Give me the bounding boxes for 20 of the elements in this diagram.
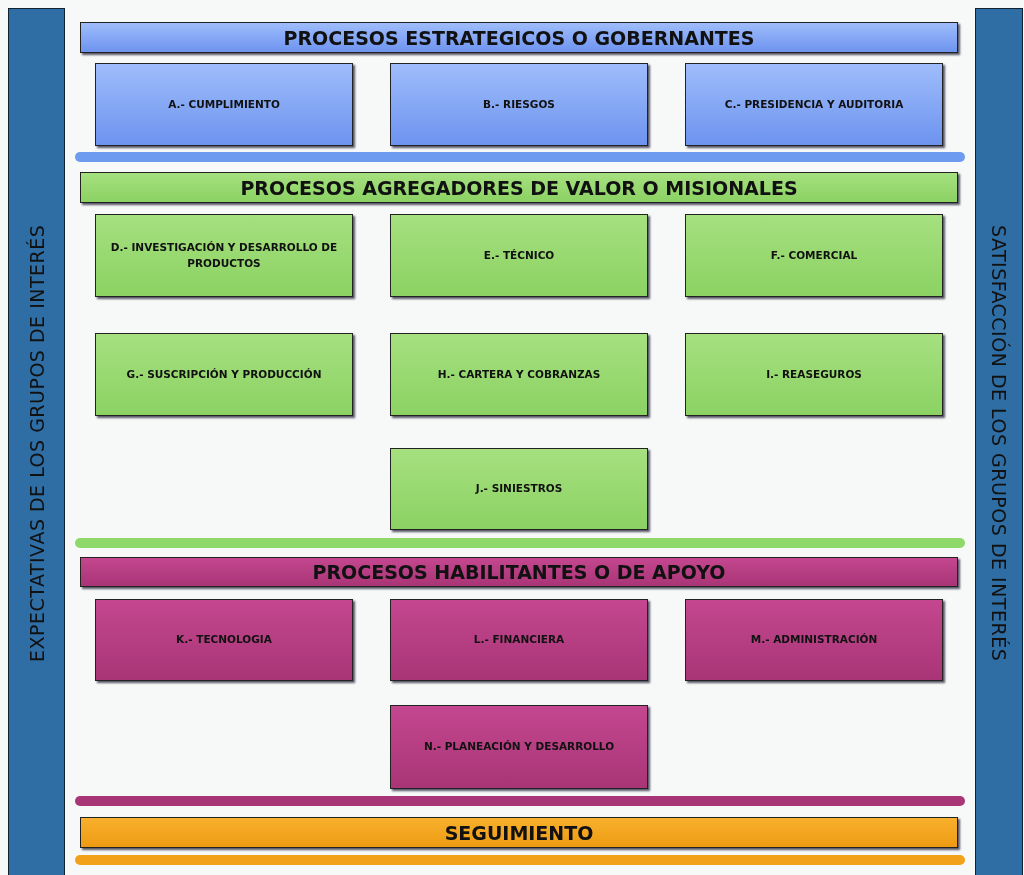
- section-header: PROCESOS ESTRATEGICOS O GOBERNANTES: [80, 22, 958, 53]
- process-box: N.- PLANEACIÓN Y DESARROLLO: [390, 705, 648, 789]
- section-header: SEGUIMIENTO: [80, 817, 958, 848]
- process-box: A.- CUMPLIMIENTO: [95, 63, 353, 146]
- process-box: B.- RIESGOS: [390, 63, 648, 146]
- process-box: I.- REASEGUROS: [685, 333, 943, 416]
- side-band: EXPECTATIVAS DE LOS GRUPOS DE INTERÉS: [8, 8, 65, 875]
- process-box: E.- TÉCNICO: [390, 214, 648, 297]
- process-box: F.- COMERCIAL: [685, 214, 943, 297]
- process-box: H.- CARTERA Y COBRANZAS: [390, 333, 648, 416]
- section-header: PROCESOS HABILITANTES O DE APOYO: [80, 557, 958, 587]
- process-box: M.- ADMINISTRACIÓN: [685, 599, 943, 681]
- side-band: SATISFACCIÓN DE LOS GRUPOS DE INTERÉS: [975, 8, 1023, 875]
- process-box: G.- SUSCRIPCIÓN Y PRODUCCIÓN: [95, 333, 353, 416]
- process-box: K.- TECNOLOGIA: [95, 599, 353, 681]
- process-box: L.- FINANCIERA: [390, 599, 648, 681]
- section-header: PROCESOS AGREGADORES DE VALOR O MISIONALES: [80, 172, 958, 203]
- process-box: J.- SINIESTROS: [390, 448, 648, 530]
- process-box: C.- PRESIDENCIA Y AUDITORIA: [685, 63, 943, 146]
- process-box: D.- INVESTIGACIÓN Y DESARROLLO DE PRODUCTOS: [95, 214, 353, 297]
